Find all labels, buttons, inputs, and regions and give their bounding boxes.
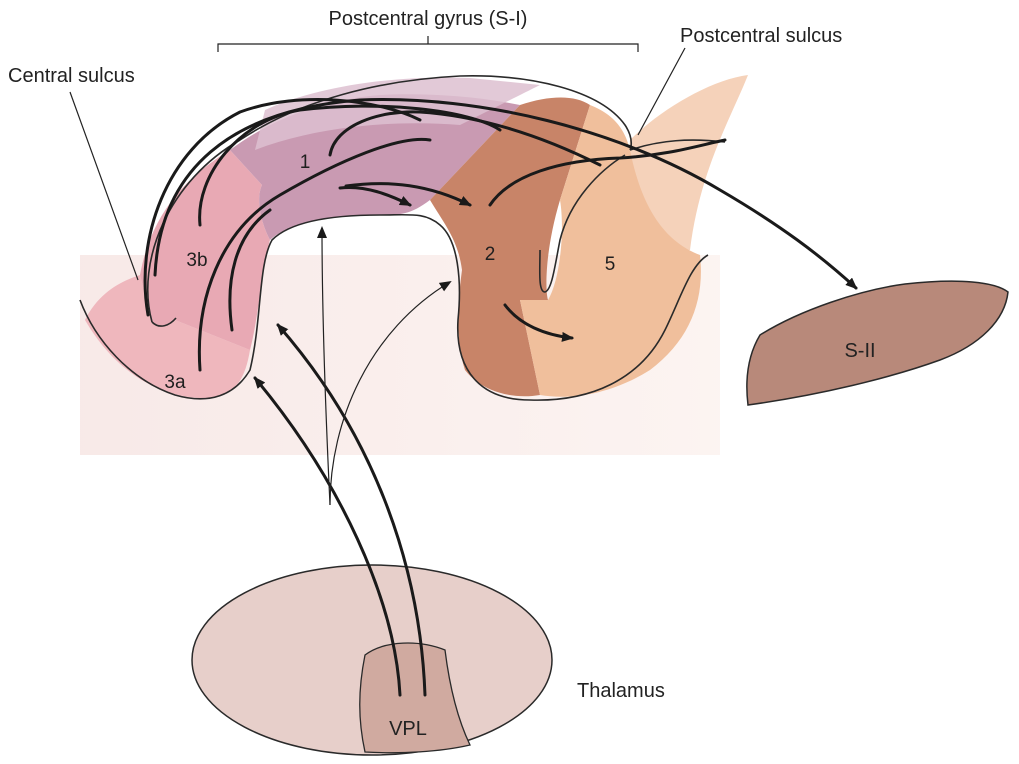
area-1-label: 1 — [300, 152, 311, 173]
central-sulcus-label: Central sulcus — [8, 65, 135, 87]
area-5-label: 5 — [605, 254, 616, 275]
vpl-label: VPL — [389, 718, 427, 740]
central-sulcus-leader — [70, 92, 138, 280]
s2-label: S-II — [844, 340, 875, 362]
thalamus-label: Thalamus — [577, 680, 665, 702]
postcentral-gyrus-bracket — [218, 36, 638, 52]
area-2-label: 2 — [485, 244, 496, 265]
postcentral-sulcus-label: Postcentral sulcus — [680, 25, 842, 47]
area-3b-label: 3b — [186, 250, 207, 271]
area-3a-label: 3a — [164, 372, 186, 393]
postcentral-gyrus-label: Postcentral gyrus (S-I) — [329, 8, 528, 30]
s2-region — [747, 281, 1008, 405]
